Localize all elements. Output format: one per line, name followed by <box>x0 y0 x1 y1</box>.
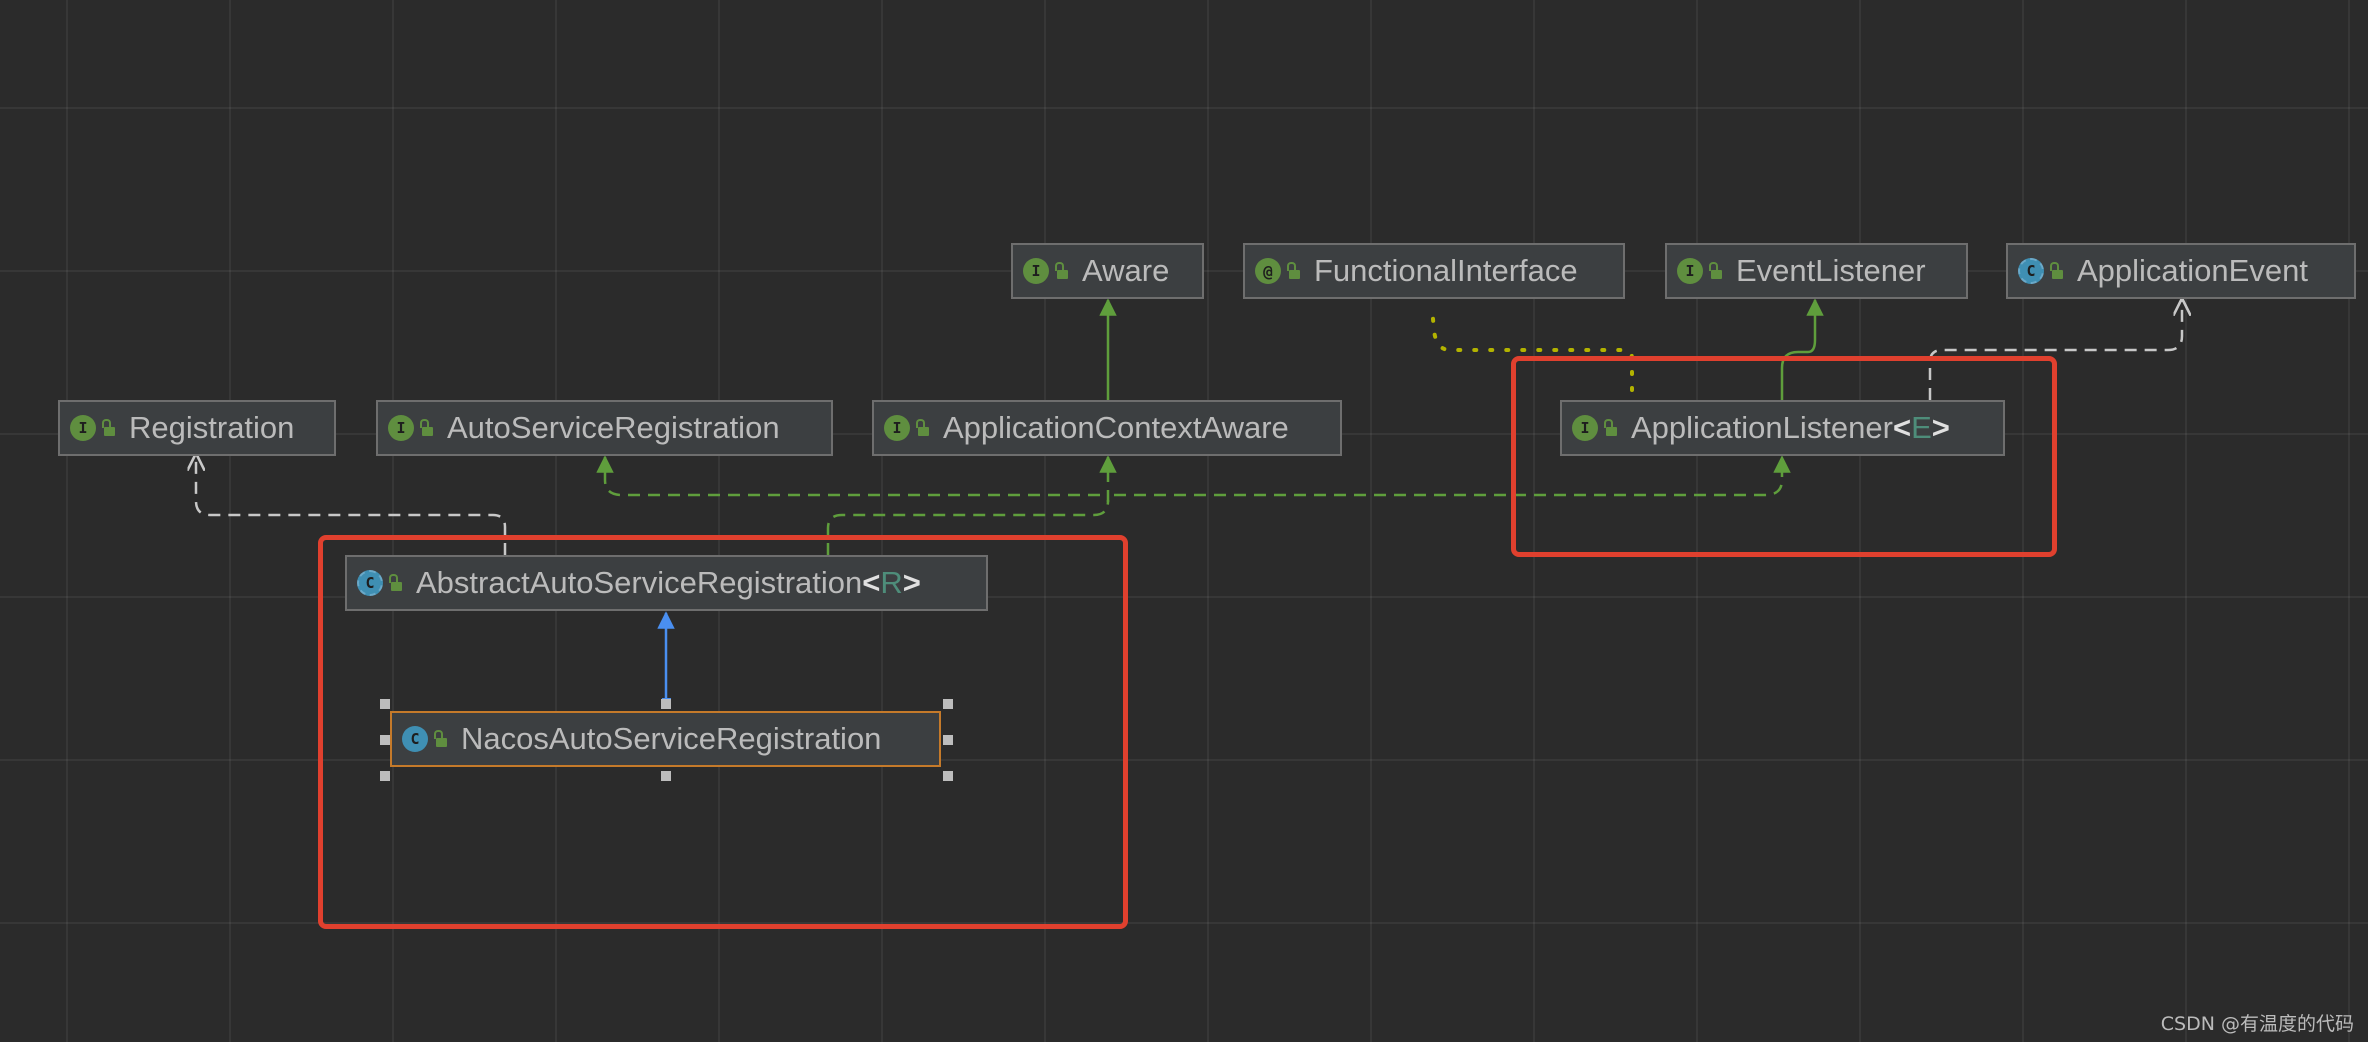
annotation-icon: @ <box>1255 258 1281 284</box>
generic-close-bracket: > <box>1931 410 1950 445</box>
node-label: ApplicationListener <box>1631 410 1893 445</box>
node-label: Aware <box>1082 253 1170 288</box>
public-lock-icon <box>2050 261 2063 279</box>
node-applicationlistener[interactable]: I ApplicationListener<E> <box>1560 400 2005 456</box>
highlight-box-applicationlistener <box>1511 356 2057 557</box>
resize-handle-bottom-right[interactable] <box>943 771 953 781</box>
type-parameter: E <box>1911 410 1932 445</box>
node-applicationevent[interactable]: C ApplicationEvent <box>2006 243 2356 299</box>
node-label: FunctionalInterface <box>1314 253 1578 288</box>
interface-icon: I <box>884 415 910 441</box>
node-label: ApplicationContextAware <box>943 410 1289 445</box>
node-label: Registration <box>129 410 295 445</box>
public-lock-icon <box>1604 418 1617 436</box>
resize-handle-top-center[interactable] <box>661 699 671 709</box>
node-nacosautoserviceregistration[interactable]: C NacosAutoServiceRegistration <box>390 711 941 767</box>
interface-icon: I <box>1677 258 1703 284</box>
public-lock-icon <box>102 418 115 436</box>
edge-abstract-applicationlistener <box>1114 455 1791 497</box>
abstract-class-icon: C <box>2018 258 2044 284</box>
public-lock-icon <box>389 573 402 591</box>
node-label: ApplicationEvent <box>2077 253 2308 288</box>
resize-handle-top-left[interactable] <box>380 699 390 709</box>
node-aware[interactable]: I Aware <box>1011 243 1204 299</box>
public-lock-icon <box>1709 261 1722 279</box>
abstract-class-icon: C <box>357 570 383 596</box>
node-functionalinterface[interactable]: @ FunctionalInterface <box>1243 243 1625 299</box>
public-lock-icon <box>420 418 433 436</box>
public-lock-icon <box>916 418 929 436</box>
resize-handle-middle-right[interactable] <box>943 735 953 745</box>
node-registration[interactable]: I Registration <box>58 400 336 456</box>
highlight-box-abstract-group <box>318 535 1128 929</box>
node-label: NacosAutoServiceRegistration <box>461 721 882 756</box>
generic-close-bracket: > <box>902 565 921 600</box>
generic-open-bracket: < <box>862 565 881 600</box>
node-label: EventListener <box>1736 253 1926 288</box>
resize-handle-bottom-center[interactable] <box>661 771 671 781</box>
edge-abstract-autoserviceregistration <box>596 455 1100 497</box>
watermark: CSDN @有温度的代码 <box>2160 1013 2354 1035</box>
edge-applicationlistener-functionalinterface <box>1430 306 1634 392</box>
node-label: AutoServiceRegistration <box>447 410 780 445</box>
node-eventlistener[interactable]: I EventListener <box>1665 243 1968 299</box>
edge-abstract-registration <box>196 455 507 555</box>
type-parameter: R <box>880 565 903 600</box>
node-label: AbstractAutoServiceRegistration <box>416 565 863 600</box>
class-icon: C <box>402 726 428 752</box>
node-applicationcontextaware[interactable]: I ApplicationContextAware <box>872 400 1342 456</box>
public-lock-icon <box>434 729 447 747</box>
interface-icon: I <box>388 415 414 441</box>
interface-icon: I <box>1572 415 1598 441</box>
resize-handle-middle-left[interactable] <box>380 735 390 745</box>
node-abstractautoserviceregistration[interactable]: C AbstractAutoServiceRegistration<R> <box>345 555 988 611</box>
resize-handle-top-right[interactable] <box>943 699 953 709</box>
resize-handle-bottom-left[interactable] <box>380 771 390 781</box>
public-lock-icon <box>1055 261 1068 279</box>
interface-icon: I <box>70 415 96 441</box>
node-autoserviceregistration[interactable]: I AutoServiceRegistration <box>376 400 833 456</box>
generic-open-bracket: < <box>1892 410 1912 445</box>
public-lock-icon <box>1287 261 1300 279</box>
interface-icon: I <box>1023 258 1049 284</box>
edge-applicationlistener-eventlistener <box>1780 298 1824 400</box>
